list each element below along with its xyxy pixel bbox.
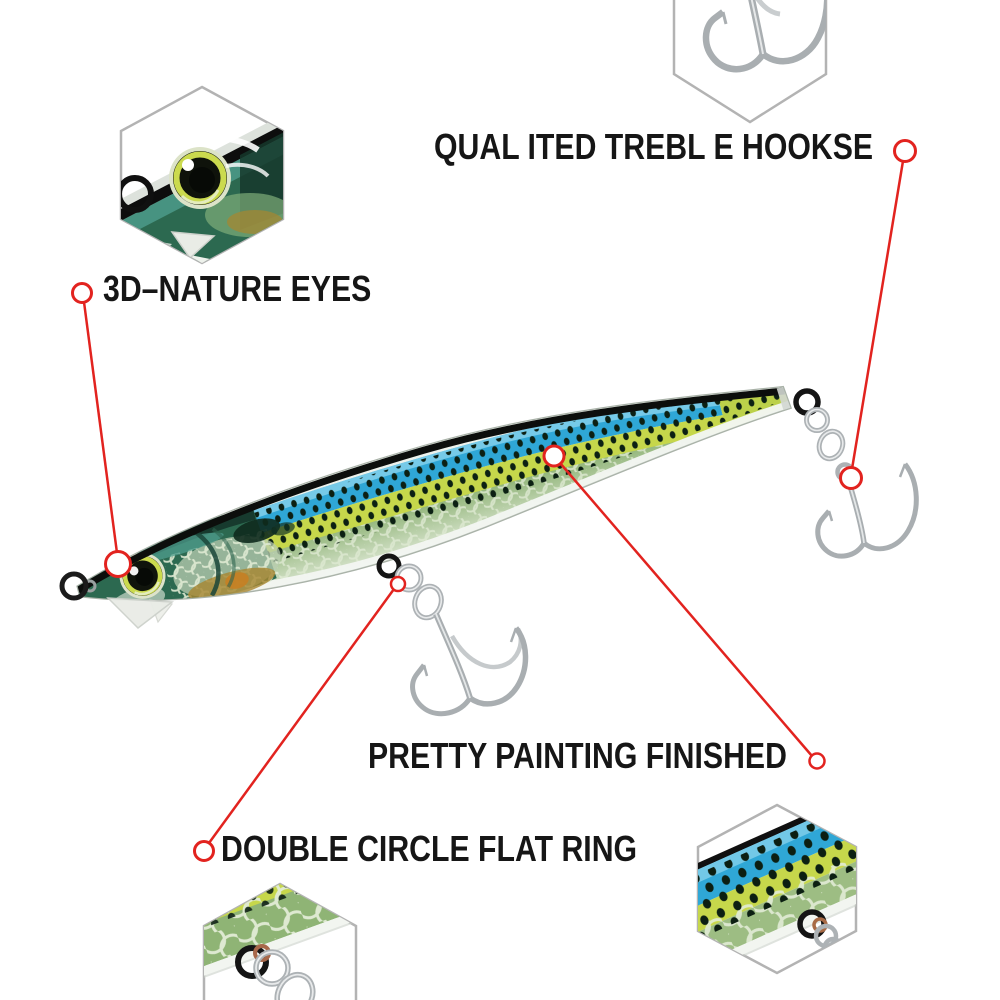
marker-nature-eyes-target [104,550,132,578]
marker-painting-label [808,752,826,770]
inset-eye [169,147,231,209]
callout-line-flat-ring [207,588,396,844]
callout-line-treble-hooks [850,160,905,470]
label-painting-finished: PRETTY PAINTING FINISHED [368,735,787,776]
marker-flat-ring-label [193,840,215,862]
callout-line-nature-eyes [82,301,119,554]
callout-lines [82,160,905,844]
marker-nature-eyes-label [71,282,93,304]
chin-lip [106,597,175,629]
hexagon-inset-double-ring-closeup [202,882,358,1000]
hexagon-inset-head-eye-closeup [119,85,285,265]
marker-painting-target [542,444,566,468]
label-flat-ring: DOUBLE CIRCLE FLAT RING [221,828,638,869]
marker-flat-ring-target [389,575,407,593]
marker-treble-hooks-label [893,139,917,163]
label-nature-eyes: 3D–NATURE EYES [103,268,372,309]
nose-ring [59,571,97,601]
lure-spot-pattern [140,390,786,597]
label-treble-hooks: QUAL ITED TREBL E HOOKSE [434,126,874,167]
lure-back-stripe [76,387,785,594]
hexagon-inset-scale-pattern-closeup [696,803,858,975]
inset-double-rings [235,944,316,1000]
callout-markers [71,139,917,862]
marker-treble-hooks-target [839,466,863,490]
lure-image [76,385,803,628]
callout-line-painting [559,462,813,757]
hexagon-inset-treble-hook-closeup [672,0,828,124]
